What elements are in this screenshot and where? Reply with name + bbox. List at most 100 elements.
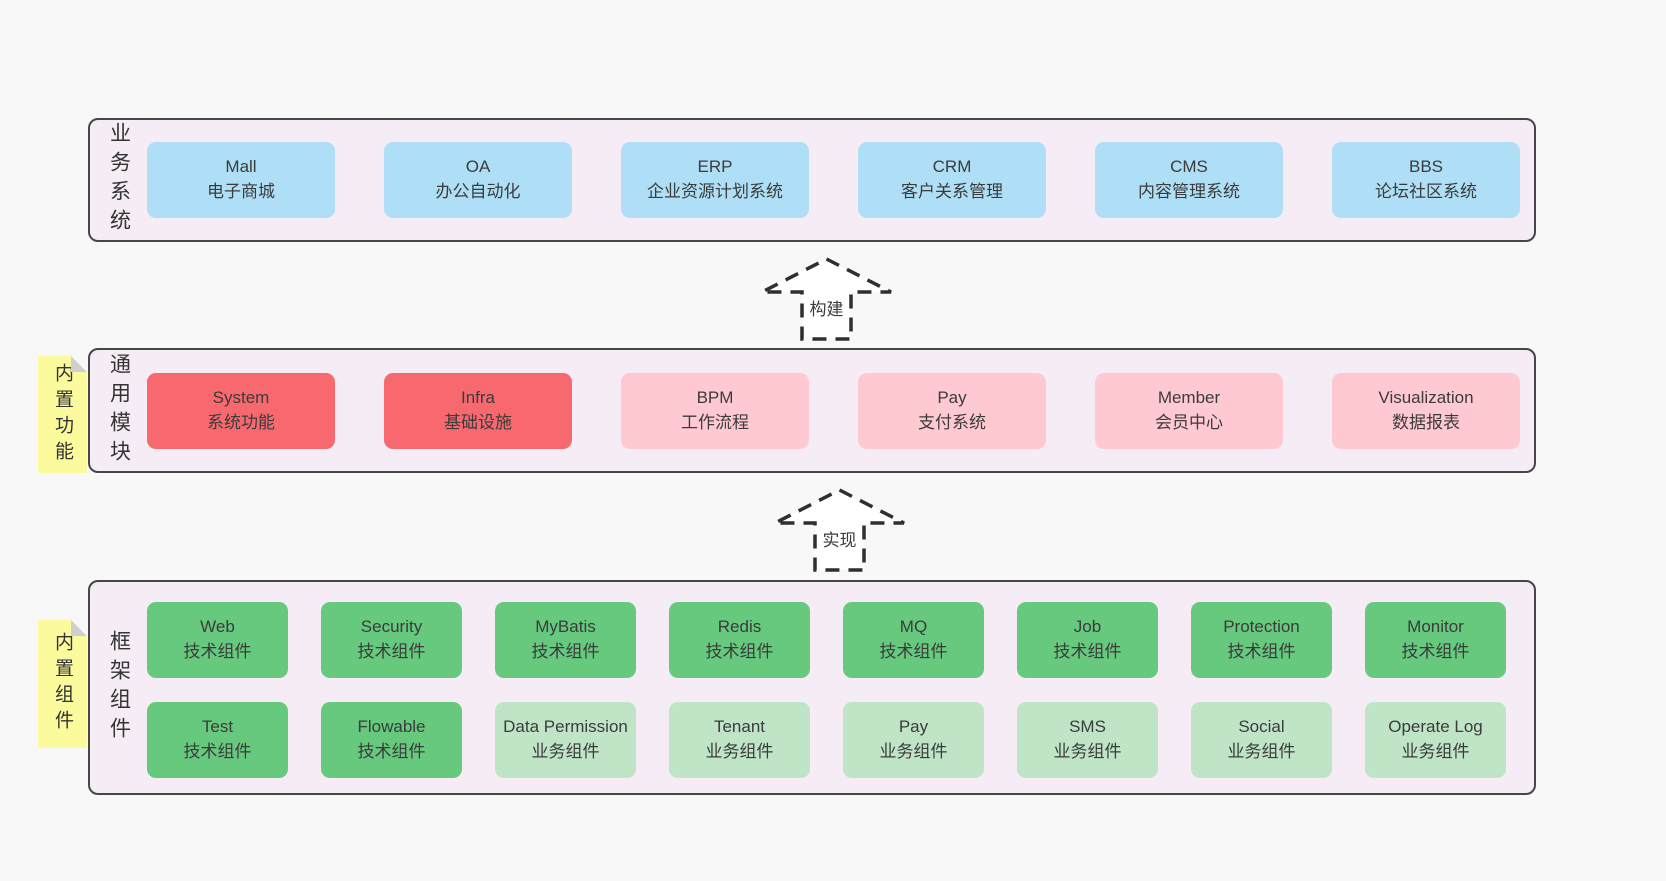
sticky-fold-icon — [71, 620, 87, 636]
box-oa-zh: 办公自动化 — [435, 182, 521, 201]
box-pay-component: Pay 业务组件 — [843, 702, 984, 778]
box-cms: CMS 内容管理系统 — [1095, 142, 1283, 218]
box-erp: ERP 企业资源计划系统 — [621, 142, 809, 218]
box-bbs-en: BBS — [1408, 157, 1444, 177]
box-crm-en: CRM — [932, 157, 972, 177]
box-erp-en: ERP — [697, 157, 733, 177]
band-framework-components-label: 框架组件 — [107, 629, 131, 746]
box-mall: Mall 电子商城 — [147, 142, 335, 218]
box-test: Test 技术组件 — [147, 702, 288, 778]
box-mybatis-zh: 技术组件 — [531, 642, 600, 661]
box-data-permission-zh: 业务组件 — [531, 742, 600, 761]
box-system: System 系统功能 — [147, 372, 335, 449]
band-common-modules-label: 通用模块 — [107, 352, 131, 469]
box-oa: OA 办公自动化 — [384, 142, 572, 218]
box-tenant-zh: 业务组件 — [705, 742, 774, 761]
sticky-built-in-features: 内置功能 — [38, 356, 87, 473]
band-business-systems-label: 业务系统 — [107, 122, 131, 238]
box-web-en: Web — [200, 617, 235, 637]
framework-row-1: Web 技术组件 Security 技术组件 MyBatis 技术组件 Redi… — [147, 602, 1534, 678]
box-web: Web 技术组件 — [147, 602, 288, 678]
framework-row-2: Test 技术组件 Flowable 技术组件 Data Permission … — [147, 702, 1534, 778]
box-job-zh: 技术组件 — [1053, 642, 1122, 661]
box-sms-zh: 业务组件 — [1053, 742, 1122, 761]
box-social: Social 业务组件 — [1191, 702, 1332, 778]
box-protection-en: Protection — [1223, 617, 1300, 637]
box-mq-zh: 技术组件 — [879, 642, 948, 661]
box-operate-log: Operate Log 业务组件 — [1365, 702, 1506, 778]
box-pay-component-en: Pay — [898, 717, 929, 737]
box-flowable-zh: 技术组件 — [357, 742, 426, 761]
box-web-zh: 技术组件 — [183, 642, 252, 661]
box-redis: Redis 技术组件 — [669, 602, 810, 678]
box-test-en: Test — [201, 717, 234, 737]
sticky-fold-icon — [71, 356, 87, 372]
box-bbs-zh: 论坛社区系统 — [1375, 182, 1477, 201]
box-pay-module-en: Pay — [937, 387, 967, 407]
sticky-built-in-components-label: 内置组件 — [52, 632, 73, 736]
box-mq-en: MQ — [899, 617, 928, 637]
box-oa-en: OA — [465, 157, 491, 177]
box-test-zh: 技术组件 — [183, 742, 252, 761]
box-operate-log-en: Operate Log — [1388, 717, 1483, 737]
box-operate-log-zh: 业务组件 — [1401, 742, 1470, 761]
arrow-build-label: 构建 — [806, 294, 847, 320]
sticky-built-in-features-label: 内置功能 — [52, 362, 73, 467]
box-social-zh: 业务组件 — [1227, 742, 1296, 761]
box-tenant: Tenant 业务组件 — [669, 702, 810, 778]
band-common-modules: 通用模块 System 系统功能 Infra 基础设施 BPM 工作流程 Pay… — [88, 348, 1536, 473]
box-bpm-en: BPM — [696, 387, 734, 407]
box-member: Member 会员中心 — [1095, 372, 1283, 449]
box-erp-zh: 企业资源计划系统 — [647, 182, 783, 201]
box-security-zh: 技术组件 — [357, 642, 426, 661]
box-cms-zh: 内容管理系统 — [1138, 182, 1240, 201]
box-member-zh: 会员中心 — [1155, 412, 1223, 432]
box-redis-en: Redis — [717, 617, 762, 637]
box-crm: CRM 客户关系管理 — [858, 142, 1046, 218]
box-flowable-en: Flowable — [357, 717, 426, 737]
arrow-implement-label: 实现 — [819, 525, 860, 551]
box-sms-en: SMS — [1069, 717, 1106, 737]
sticky-built-in-components: 内置组件 — [38, 620, 87, 748]
box-mq: MQ 技术组件 — [843, 602, 984, 678]
box-monitor: Monitor 技术组件 — [1365, 602, 1506, 678]
box-cms-en: CMS — [1170, 157, 1208, 177]
box-infra-zh: 基础设施 — [444, 412, 512, 432]
box-tenant-en: Tenant — [713, 717, 766, 737]
box-pay-module-zh: 支付系统 — [918, 412, 986, 432]
box-mall-en: Mall — [225, 157, 257, 177]
box-mybatis: MyBatis 技术组件 — [495, 602, 636, 678]
box-sms: SMS 业务组件 — [1017, 702, 1158, 778]
box-social-en: Social — [1238, 717, 1285, 737]
box-security: Security 技术组件 — [321, 602, 462, 678]
band-business-systems: 业务系统 Mall 电子商城 OA 办公自动化 ERP 企业资源计划系统 CRM… — [88, 118, 1536, 242]
box-pay-module: Pay 支付系统 — [858, 372, 1046, 449]
box-infra-en: Infra — [460, 387, 496, 407]
box-mall-zh: 电子商城 — [207, 182, 275, 201]
box-redis-zh: 技术组件 — [705, 642, 774, 661]
business-systems-boxes: Mall 电子商城 OA 办公自动化 ERP 企业资源计划系统 CRM 客户关系… — [147, 120, 1534, 240]
box-flowable: Flowable 技术组件 — [321, 702, 462, 778]
box-protection: Protection 技术组件 — [1191, 602, 1332, 678]
box-system-zh: 系统功能 — [207, 412, 275, 432]
common-modules-boxes: System 系统功能 Infra 基础设施 BPM 工作流程 Pay 支付系统… — [147, 350, 1534, 471]
box-monitor-zh: 技术组件 — [1401, 642, 1470, 661]
box-bpm-zh: 工作流程 — [681, 412, 749, 432]
box-pay-component-zh: 业务组件 — [879, 742, 948, 761]
box-crm-zh: 客户关系管理 — [901, 182, 1003, 201]
arrow-implement: 实现 — [771, 487, 908, 573]
box-system-en: System — [212, 387, 270, 407]
band-framework-components: 框架组件 Web 技术组件 Security 技术组件 MyBatis 技术组件… — [88, 580, 1536, 795]
box-monitor-en: Monitor — [1407, 617, 1464, 637]
box-mybatis-en: MyBatis — [535, 617, 596, 637]
box-infra: Infra 基础设施 — [384, 372, 572, 449]
box-security-en: Security — [360, 617, 423, 637]
framework-components-boxes: Web 技术组件 Security 技术组件 MyBatis 技术组件 Redi… — [147, 582, 1534, 793]
box-visualization: Visualization 数据报表 — [1332, 372, 1520, 449]
arrow-build: 构建 — [758, 256, 895, 342]
box-bbs: BBS 论坛社区系统 — [1332, 142, 1520, 218]
box-job: Job 技术组件 — [1017, 602, 1158, 678]
box-protection-zh: 技术组件 — [1227, 642, 1296, 661]
box-bpm: BPM 工作流程 — [621, 372, 809, 449]
box-member-en: Member — [1157, 387, 1221, 407]
